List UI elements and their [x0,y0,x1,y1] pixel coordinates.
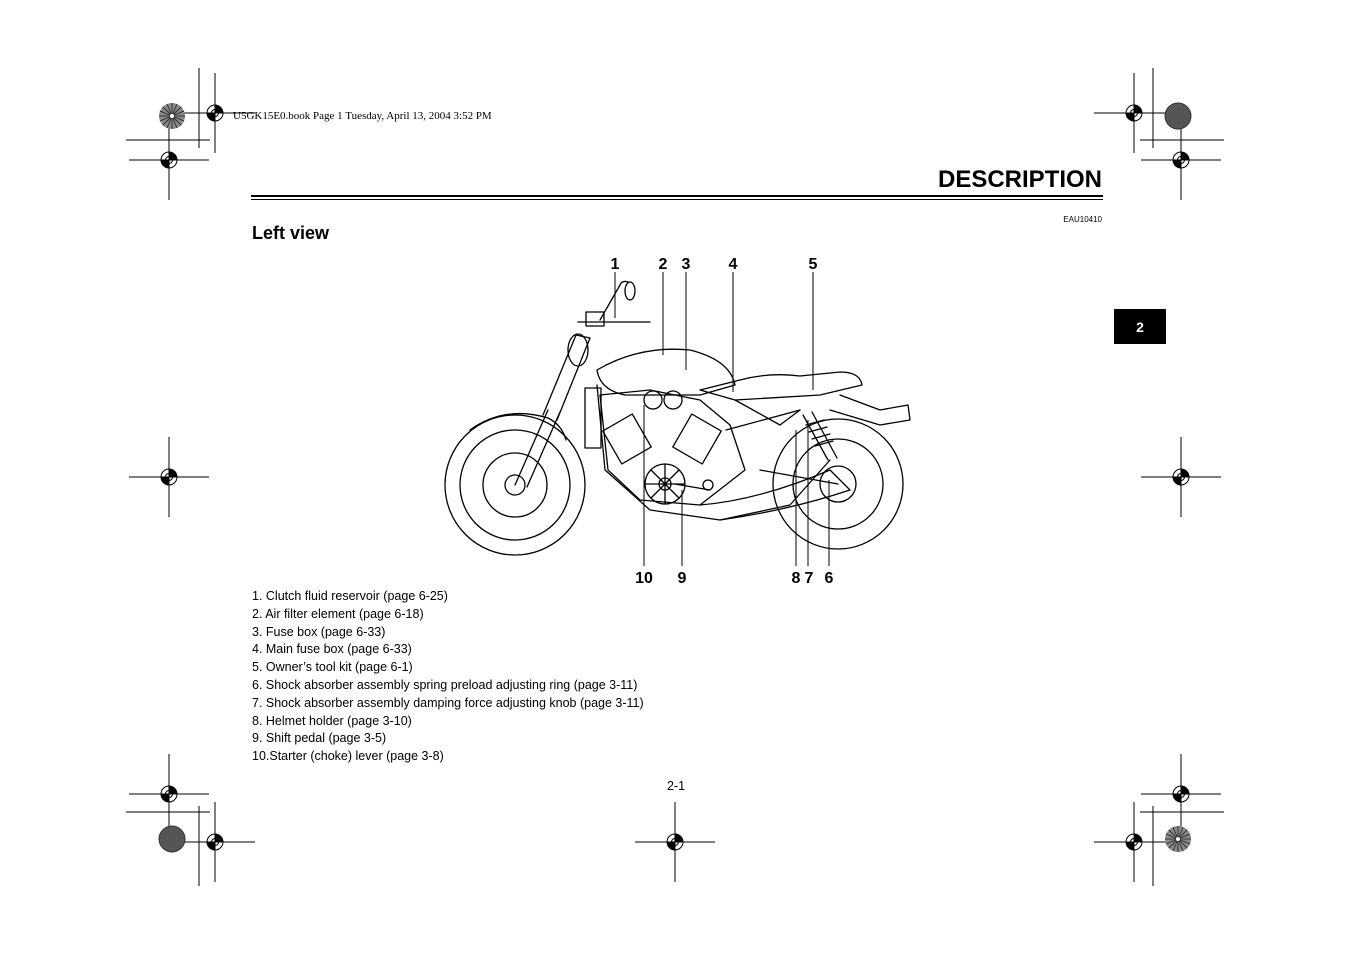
page-number: 2-1 [666,779,686,793]
chapter-tab: 2 [1114,309,1166,344]
callout-5: 5 [809,256,818,273]
color-target-icon [158,825,186,853]
color-target-icon [1164,102,1192,130]
callout-10: 10 [635,570,653,587]
list-item: 1. Clutch fluid reservoir (page 6-25) [252,589,448,603]
color-target-icon [158,102,186,130]
list-item: 6. Shock absorber assembly spring preloa… [252,677,638,692]
section-title: Left view [252,223,330,243]
title-rule [251,195,1103,197]
registration-mark-icon [634,801,716,883]
callout-3: 3 [682,256,691,273]
callout-4: 4 [729,256,738,273]
callout-9: 9 [678,570,687,587]
page-title: DESCRIPTION [937,166,1102,193]
callout-1: 1 [611,256,620,273]
callout-2: 2 [659,256,668,273]
registration-mark-icon [1093,72,1175,154]
callout-6: 6 [825,570,834,587]
list-item: 5. Owner’s tool kit (page 6-1) [252,660,413,675]
document-code: EAU10410 [1063,215,1102,224]
list-item: 7. Shock absorber assembly damping force… [252,695,644,710]
registration-mark-icon [128,753,210,835]
motorcycle-left-view-illustration: 1 2 3 4 5 10 9 8 7 6 [444,256,911,587]
book-file-header: U5GK15E0.book Page 1 Tuesday, April 13, … [233,110,492,122]
list-item: 9. Shift pedal (page 3-5) [252,731,387,746]
parts-list: 1. Clutch fluid reservoir (page 6-25) 2.… [252,588,644,766]
list-item: 4. Main fuse box (page 6-33) [252,642,412,657]
registration-mark-icon [128,436,210,518]
registration-mark-icon [174,801,256,883]
registration-mark-icon [1093,801,1175,883]
list-item: 8. Helmet holder (page 3-10) [252,713,412,728]
list-item: 2. Air filter element (page 6-18) [252,606,424,621]
registration-mark-icon [128,119,210,201]
callout-8: 8 [792,570,801,587]
color-target-icon [1164,825,1192,853]
callout-7: 7 [805,570,814,587]
list-item: 10.Starter (choke) lever (page 3-8) [252,749,444,764]
title-rule-thin [251,199,1103,200]
list-item: 3. Fuse box (page 6-33) [252,624,386,639]
registration-mark-icon [1140,436,1222,518]
